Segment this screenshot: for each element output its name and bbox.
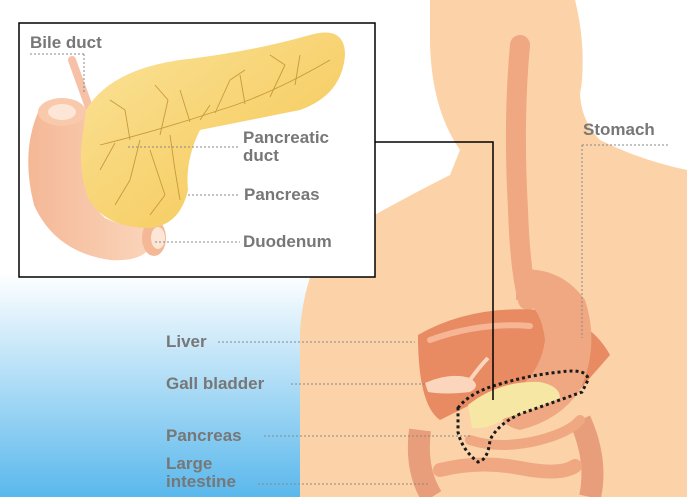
large-intestine — [419, 430, 432, 497]
label-large-intestine-line1: Large — [166, 455, 236, 473]
label-liver: Liver — [166, 333, 207, 351]
label-pancreas-inset: Pancreas — [244, 186, 320, 204]
label-pancreas-body: Pancreas — [166, 427, 242, 445]
label-pancreatic-duct-line1: Pancreatic — [243, 129, 329, 147]
label-large-intestine: Large intestine — [166, 455, 236, 491]
label-large-intestine-line2: intestine — [166, 473, 236, 491]
label-gall-bladder: Gall bladder — [166, 375, 264, 393]
label-bile-duct: Bile duct — [30, 34, 102, 52]
label-duodenum: Duodenum — [243, 233, 332, 251]
label-pancreatic-duct: Pancreatic duct — [243, 129, 329, 165]
esophagus — [516, 45, 528, 300]
label-pancreatic-duct-line2: duct — [243, 147, 329, 165]
label-stomach: Stomach — [583, 121, 655, 139]
